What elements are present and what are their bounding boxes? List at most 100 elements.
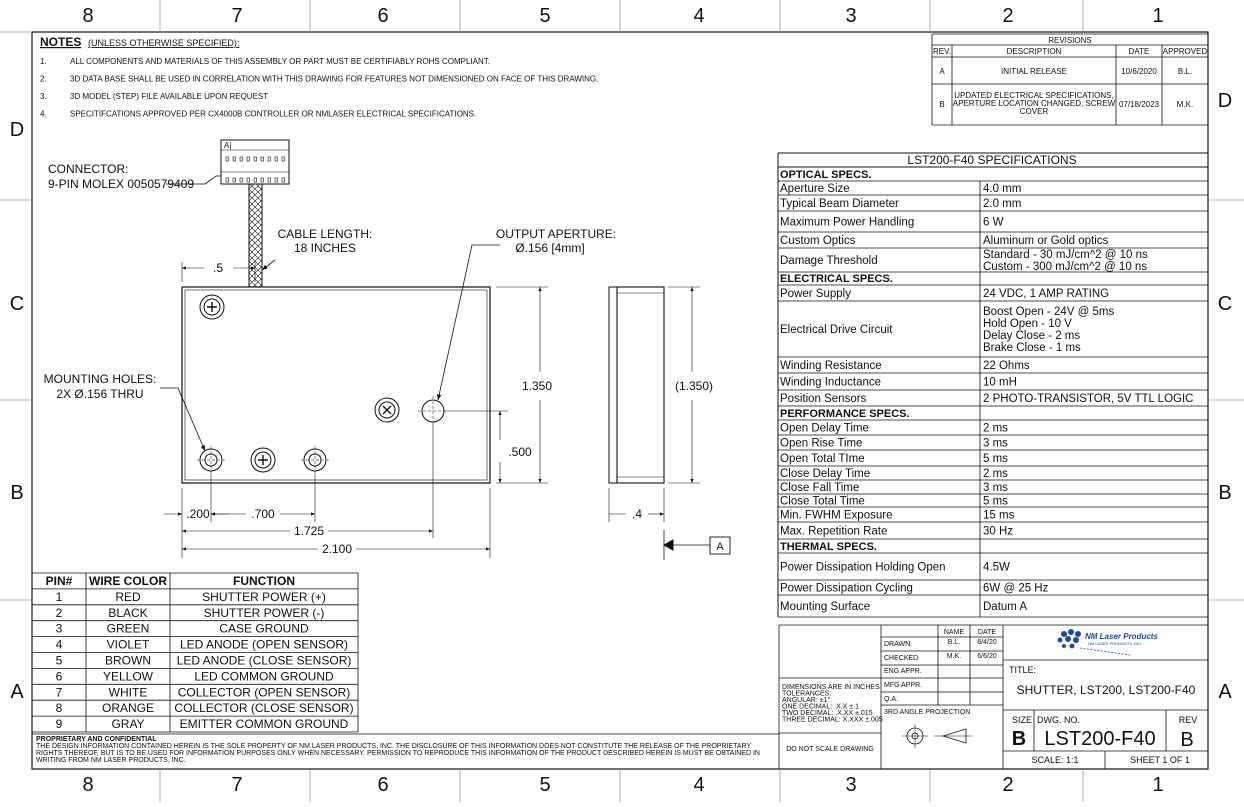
rev-b-date: 07/18/2023 [1119, 100, 1160, 109]
zone-label-bottom: 5 [539, 774, 550, 796]
projection-label: 3RD ANGLE PROJECTION [884, 709, 970, 716]
zone-label-top: 6 [377, 5, 388, 27]
pin-table-cell: GREEN [107, 622, 150, 636]
mounting-label-line1: MOUNTING HOLES: [44, 372, 157, 386]
spec-value: 15 ms [983, 510, 1015, 522]
shutter-body [181, 286, 491, 484]
approval-role: CHECKED [884, 655, 918, 662]
note-number: 3. [40, 92, 47, 101]
pin-table-cell: VIOLET [107, 638, 150, 652]
pin-table-cell: LED COMMON GROUND [194, 669, 334, 683]
size-value: B [1012, 728, 1026, 750]
pin-table-cell: YELLOW [103, 669, 154, 683]
spec-value: 22 Ohms [983, 360, 1030, 372]
pin-table-cell: BROWN [105, 654, 151, 668]
side-view-labels: (1.350) .4 A [632, 379, 724, 553]
rev-a-date: 10/6/2020 [1121, 67, 1157, 76]
title-block-text: DIMENSIONS ARE IN INCHESTOLERANCES:ANGUL… [782, 629, 1197, 765]
rev-a-approved: B.L. [1178, 67, 1192, 76]
pin-table-cell: LED ANODE (OPEN SENSOR) [180, 638, 348, 652]
rev-a-rev: A [939, 67, 945, 76]
proprietary-line1: THE DESIGN INFORMATION CONTAINED HEREIN … [36, 743, 751, 750]
spec-value: 2 ms [983, 468, 1008, 480]
notes-block: NOTES (UNLESS OTHERWISE SPECIFIED): 1.AL… [40, 35, 598, 119]
spec-label: Typical Beam Diameter [780, 198, 899, 210]
zone-label-right: D [1218, 90, 1232, 112]
sheet-label: SHEET 1 OF 1 [1130, 755, 1190, 765]
approval-name: B.L. [948, 639, 961, 646]
spec-value: Boost Open - 24V @ 5ms [983, 306, 1114, 318]
spec-section-heading: THERMAL SPECS. [780, 541, 877, 553]
zone-label-bottom: 1 [1152, 774, 1163, 796]
spec-value: Datum A [983, 601, 1027, 613]
mounting-hole-icon [197, 446, 225, 474]
spec-section-heading: PERFORMANCE SPECS. [780, 408, 910, 420]
zone-label-top: 3 [845, 5, 856, 27]
rev-a-desc: INITIAL RELEASE [1001, 67, 1067, 76]
note-text: 3D MODEL (STEP) FILE AVAILABLE UPON REQU… [70, 92, 268, 101]
zone-label-right: C [1218, 293, 1232, 315]
pin-table-cell: BLACK [108, 606, 147, 620]
approval-role: Q.A. [884, 696, 898, 703]
pin-table-cell: 1 [56, 590, 63, 604]
screw-icon [374, 397, 400, 423]
proprietary-title: PROPRIETARY AND CONFIDENTIAL [36, 736, 157, 743]
spec-value: Standard - 30 mJ/cm^2 @ 10 ns [983, 249, 1148, 261]
spec-value: Delay Close - 2 ms [983, 330, 1080, 342]
note-text: 3D DATA BASE SHALL BE USED IN CORRELATIO… [70, 75, 598, 84]
screw-icon [199, 294, 225, 320]
spec-label: Close Total Time [780, 496, 865, 508]
spec-value: 4.0 mm [983, 183, 1021, 195]
rev-b-approved: M.K. [1177, 100, 1193, 109]
approval-role: MFG APPR. [884, 682, 922, 689]
rev-b-desc-line2: APERTURE LOCATION CHANGED, SCREW [953, 99, 1116, 108]
size-label: SIZE [1012, 715, 1032, 725]
spec-value: 6 W [983, 217, 1004, 229]
rev-b-rev: B [939, 100, 944, 109]
front-view [160, 139, 548, 558]
spec-label: Power Dissipation Holding Open [780, 562, 946, 574]
notes-heading-suffix: (UNLESS OTHERWISE SPECIFIED): [88, 38, 239, 48]
approval-name: M.K. [947, 653, 961, 660]
pin-table-cell: COLLECTOR (OPEN SENSOR) [178, 685, 350, 699]
pin-table-cell: 8 [56, 701, 63, 715]
spec-value: 5 ms [983, 453, 1008, 465]
spec-label: Custom Optics [780, 235, 856, 247]
zone-label-top: 1 [1152, 5, 1163, 27]
dim-hole-offset: .200 [186, 507, 210, 521]
spec-label: Winding Inductance [780, 377, 881, 389]
pin-table-cell: CASE GROUND [219, 622, 309, 636]
pin-table-header: WIRE COLOR [89, 574, 167, 588]
tolerance-line: TWO DECIMAL: .X.XX ±.015 [782, 710, 873, 717]
spec-label: Open Total TIme [780, 453, 865, 465]
spec-value: Aluminum or Gold optics [983, 235, 1109, 247]
spec-value: 5 ms [983, 496, 1008, 508]
note-text: ALL COMPONENTS AND MATERIALS OF THIS ASS… [70, 57, 490, 66]
spec-value: 3 ms [983, 438, 1008, 450]
pin-table-cell: SHUTTER POWER (-) [204, 606, 325, 620]
datum-label: A [716, 541, 724, 553]
pin-table-cell: GRAY [111, 717, 144, 731]
rev-b-desc-line3: COVER [1020, 107, 1049, 116]
spec-value: 6W @ 25 Hz [983, 583, 1049, 595]
scale-label: SCALE: 1:1 [1031, 755, 1078, 765]
spec-label: Position Sensors [780, 393, 867, 405]
zone-label-left: C [10, 293, 24, 315]
spec-label: Power Supply [780, 288, 851, 300]
pin-table-cell: RED [115, 590, 141, 604]
rev-label: REV [1179, 715, 1198, 725]
tolerance-line: THREE DECIMAL: X.XXX ±.005 [782, 717, 883, 724]
dim-height: 1.350 [522, 379, 552, 393]
dim-cable-offset: .5 [213, 261, 223, 275]
zone-label-bottom: 6 [377, 774, 388, 796]
pin-table-cell: SHUTTER POWER (+) [202, 590, 326, 604]
proprietary-notice: PROPRIETARY AND CONFIDENTIAL THE DESIGN … [32, 733, 779, 764]
pin-table-cell: 9 [56, 717, 63, 731]
company-sub: NM LASER PRODUCTS, INC. [1088, 641, 1142, 646]
revisions-text: REVISIONS REV. DESCRIPTION DATE APPROVED… [933, 36, 1207, 116]
specifications-table: LST200-F40 SPECIFICATIONS OPTICAL SPECS.… [777, 152, 1209, 618]
tolerance-line: ONE DECIMAL: .X.X ±.1 [782, 704, 859, 711]
spec-label: Open Rise Time [780, 438, 862, 450]
zone-label-bottom: 7 [231, 774, 242, 796]
dim-depth: .4 [632, 507, 642, 521]
